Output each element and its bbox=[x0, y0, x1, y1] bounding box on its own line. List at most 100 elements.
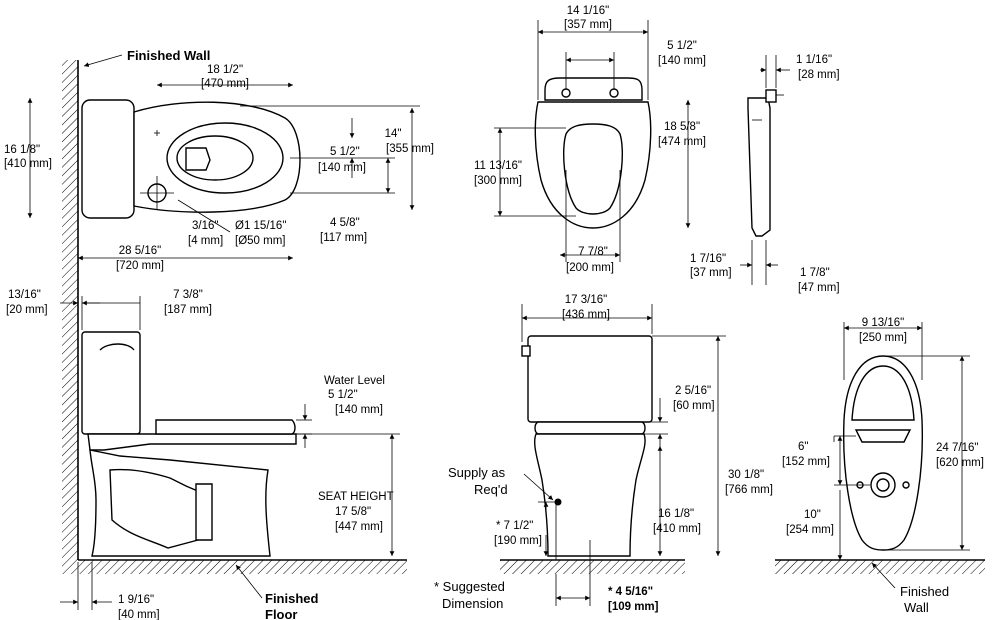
finished-wall-bottom-label-1: Finished bbox=[900, 584, 949, 599]
finished-wall-bottom-callout: Finished Wall bbox=[871, 562, 949, 615]
water-level-label: Water Level bbox=[324, 375, 385, 387]
seat-d2-in: 5 1/2" bbox=[667, 40, 697, 52]
front-view-toilet bbox=[521, 335, 653, 557]
top-d7-in: Ø1 15/16" bbox=[235, 220, 286, 232]
finished-floor-label-2: Floor bbox=[265, 607, 298, 620]
seat-d3-in: 18 5/8" bbox=[664, 121, 700, 133]
side-d2-in: 7 3/8" bbox=[173, 289, 203, 301]
front-d1-mm: [436 mm] bbox=[562, 309, 610, 321]
seat-top-dimension-lines bbox=[494, 20, 691, 262]
front-d4-in: 16 1/8" bbox=[658, 508, 694, 520]
side-d1-in: 13/16" bbox=[8, 289, 41, 301]
top-d7-mm: [Ø50 mm] bbox=[235, 235, 285, 247]
floor-plan-toilet bbox=[843, 355, 923, 551]
seat-side-dimension-lines bbox=[740, 55, 790, 285]
seat-d5-mm: [200 mm] bbox=[566, 262, 614, 274]
front-view-dimension-lines bbox=[521, 304, 726, 606]
front-d1-in: 17 3/16" bbox=[565, 294, 607, 306]
seat-d1-in: 14 1/16" bbox=[567, 5, 609, 17]
supply-label-2: Req'd bbox=[474, 482, 508, 497]
suggested-label-2: Dimension bbox=[442, 596, 503, 611]
side-d4-mm: [447 mm] bbox=[335, 521, 383, 533]
seat-top-labels: 14 1/16" [357 mm] 5 1/2" [140 mm] 18 5/8… bbox=[474, 5, 706, 274]
side-d1-mm: [20 mm] bbox=[6, 304, 48, 316]
seat-d4-mm: [300 mm] bbox=[474, 175, 522, 187]
side-d4-in: 17 5/8" bbox=[335, 506, 371, 518]
side-view-dimension-lines bbox=[60, 296, 400, 610]
finished-wall-top-label: Finished Wall bbox=[127, 48, 210, 63]
top-d4-mm: [140 mm] bbox=[318, 162, 366, 174]
seat-side-d3-mm: [47 mm] bbox=[798, 282, 840, 294]
top-d3-mm: [355 mm] bbox=[386, 143, 434, 155]
top-d1-in: 18 1/2" bbox=[207, 64, 243, 76]
side-d5-mm: [40 mm] bbox=[118, 609, 160, 620]
supply-callout: Supply as Req'd bbox=[448, 465, 554, 501]
finished-floor-label-1: Finished bbox=[265, 591, 319, 606]
floor-middle bbox=[500, 559, 685, 574]
finished-wall-bottom-label-2: Wall bbox=[904, 600, 929, 615]
plan-d1-mm: [250 mm] bbox=[859, 332, 907, 344]
seat-top-view bbox=[534, 77, 652, 229]
top-d3-in: 14" bbox=[385, 128, 402, 140]
side-d3-in: 5 1/2" bbox=[328, 389, 358, 401]
front-d4-mm: [410 mm] bbox=[653, 523, 701, 535]
side-view-labels: 13/16" [20 mm] 7 3/8" [187 mm] Water Lev… bbox=[6, 289, 394, 620]
top-d5-mm: [117 mm] bbox=[320, 232, 367, 244]
suggested-note: * Suggested Dimension bbox=[434, 579, 505, 611]
plan-d3-mm: [620 mm] bbox=[936, 457, 984, 469]
top-d8-in: 28 5/16" bbox=[119, 245, 161, 257]
front-d5-mm: [190 mm] bbox=[494, 535, 542, 547]
finished-wall-top-callout: Finished Wall bbox=[83, 48, 210, 67]
plan-d4-in: 10" bbox=[804, 509, 821, 521]
seat-side-labels: 1 1/16" [28 mm] 1 7/16" [37 mm] 1 7/8" [… bbox=[690, 54, 840, 294]
front-d6-mm: [109 mm] bbox=[608, 601, 659, 613]
seat-side-d1-in: 1 1/16" bbox=[796, 54, 832, 66]
left-wall bbox=[62, 60, 79, 560]
top-d6-mm: [4 mm] bbox=[188, 235, 223, 247]
front-d3-in: 30 1/8" bbox=[728, 469, 764, 481]
floor-left bbox=[62, 559, 407, 574]
side-view-toilet bbox=[81, 331, 297, 557]
front-d3-mm: [766 mm] bbox=[725, 484, 773, 496]
top-d2-mm: [410 mm] bbox=[4, 158, 52, 170]
plan-d1-in: 9 13/16" bbox=[862, 317, 904, 329]
seat-side-d2-in: 1 7/16" bbox=[690, 253, 726, 265]
seat-d2-mm: [140 mm] bbox=[658, 55, 706, 67]
seat-d3-mm: [474 mm] bbox=[658, 136, 706, 148]
seat-height-label: SEAT HEIGHT bbox=[318, 491, 394, 503]
top-d6-in: 3/16" bbox=[192, 220, 218, 232]
side-d5-in: 1 9/16" bbox=[118, 594, 154, 606]
seat-d1-mm: [357 mm] bbox=[564, 19, 612, 31]
finished-floor-callout: Finished Floor bbox=[235, 564, 319, 620]
seat-d4-in: 11 13/16" bbox=[474, 160, 522, 172]
supply-label-1: Supply as bbox=[448, 465, 506, 480]
floor-plan-labels: 9 13/16" [250 mm] 6" [152 mm] 24 7/16" [… bbox=[782, 317, 984, 536]
top-d1-mm: [470 mm] bbox=[201, 78, 249, 90]
floor-right-wall bbox=[775, 559, 985, 574]
seat-side-d2-mm: [37 mm] bbox=[690, 267, 732, 279]
plan-d4-mm: [254 mm] bbox=[786, 524, 834, 536]
front-d6-in: * 4 5/16" bbox=[608, 586, 653, 598]
top-view-labels: 18 1/2" [470 mm] 16 1/8" [410 mm] 14" [3… bbox=[4, 64, 434, 272]
plan-d2-in: 6" bbox=[798, 441, 808, 453]
top-d5-in: 4 5/8" bbox=[330, 217, 360, 229]
floor-plan-dimension-lines bbox=[833, 322, 970, 560]
front-d2-in: 2 5/16" bbox=[675, 385, 711, 397]
front-view-labels: 17 3/16" [436 mm] 2 5/16" [60 mm] 30 1/8… bbox=[494, 294, 773, 613]
top-view-dimension-lines bbox=[27, 82, 420, 261]
side-d3-mm: [140 mm] bbox=[335, 404, 383, 416]
top-d4-in: 5 1/2" bbox=[330, 146, 360, 158]
seat-d5-in: 7 7/8" bbox=[578, 246, 608, 258]
suggested-label-1: * Suggested bbox=[434, 579, 505, 594]
top-view-toilet bbox=[81, 99, 301, 219]
front-d2-mm: [60 mm] bbox=[673, 400, 715, 412]
top-d8-mm: [720 mm] bbox=[116, 260, 164, 272]
plan-d2-mm: [152 mm] bbox=[782, 456, 830, 468]
plan-d3-in: 24 7/16" bbox=[936, 442, 978, 454]
seat-side-d1-mm: [28 mm] bbox=[798, 69, 840, 81]
top-d2-in: 16 1/8" bbox=[4, 144, 40, 156]
front-d5-in: * 7 1/2" bbox=[496, 520, 533, 532]
seat-side-d3-in: 1 7/8" bbox=[800, 267, 830, 279]
side-d2-mm: [187 mm] bbox=[164, 304, 212, 316]
